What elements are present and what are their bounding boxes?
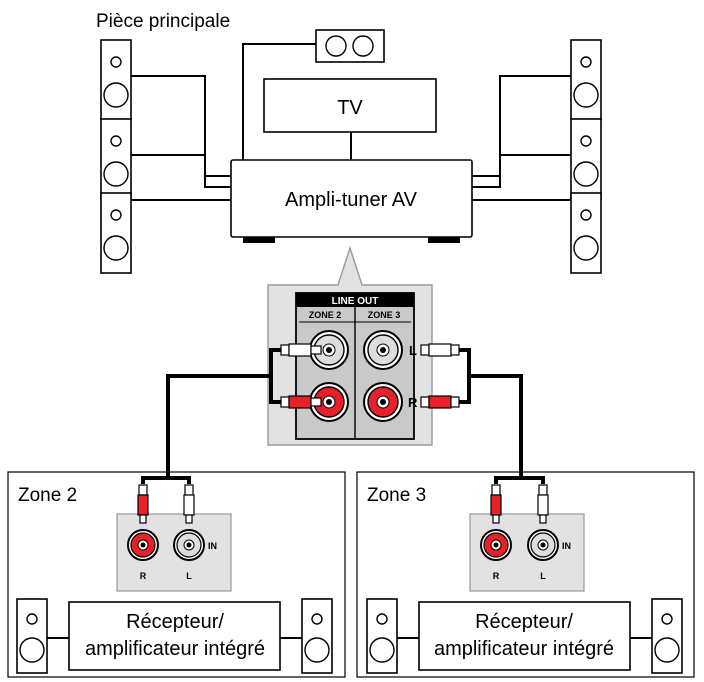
line-out-callout: LINE OUT ZONE 2 ZONE 3 L R [267, 245, 433, 446]
zone2-receiver-line1: Récepteur/ [126, 611, 224, 633]
zone3-speaker-right [651, 598, 683, 674]
zone3-input-l-plug [537, 484, 549, 524]
zone3-l-label: L [540, 571, 546, 581]
zone2-receiver-line2: amplificateur intégré [85, 638, 265, 660]
zone2-input-r-plug [137, 484, 149, 524]
zone3-input-r-plug [490, 484, 502, 524]
zone3-input-r-jack [480, 529, 512, 561]
zone3-left-jack [363, 330, 403, 370]
tv-label: TV [337, 97, 363, 119]
tv: TV [263, 78, 437, 133]
speaker-center-right [570, 118, 602, 200]
right-channel-label: R [408, 395, 418, 410]
amp-label: Ampli-tuner AV [285, 189, 418, 211]
left-channel-label: L [409, 343, 417, 358]
zone-3-panel: Zone 3 R L IN Récepteur/ amplificateur i… [356, 471, 695, 678]
zone2-output-label: ZONE 2 [309, 310, 342, 320]
main-room-label: Pièce principale [96, 11, 230, 32]
zone2-in-label: IN [208, 541, 217, 551]
zone-2-label: Zone 2 [18, 485, 77, 506]
center-speaker [315, 29, 385, 63]
zone2-input-l-jack [173, 529, 205, 561]
zone3-in-label: IN [562, 541, 571, 551]
speaker-center-left [100, 118, 132, 200]
zone3-right-jack [363, 382, 403, 422]
speaker-front-left [100, 39, 132, 121]
zone2-speaker-right [301, 598, 333, 674]
zone3-receiver-line1: Récepteur/ [475, 611, 573, 633]
speaker-surround-left [100, 192, 132, 274]
zone2-r-label: R [140, 571, 147, 581]
zone2-l-label: L [186, 571, 192, 581]
zone-3-label: Zone 3 [367, 485, 426, 506]
speaker-surround-right [570, 192, 602, 274]
zone3-output-label: ZONE 3 [368, 310, 401, 320]
zone-2-panel: Zone 2 R L IN Récepteur/ amplificateur i… [7, 471, 346, 678]
main-room-wiring [131, 43, 571, 201]
rca-cables [141, 348, 545, 484]
zone3-speaker-left [366, 598, 398, 674]
av-amplifier: Ampli-tuner AV [230, 159, 473, 243]
speaker-front-right [570, 39, 602, 121]
zone3-r-label: R [493, 571, 500, 581]
zone3-input-l-jack [527, 529, 559, 561]
zone2-input-l-plug [183, 484, 195, 524]
zone2-input-r-jack [127, 529, 159, 561]
zone2-speaker-left [16, 598, 48, 674]
line-out-header: LINE OUT [332, 296, 379, 307]
zone3-receiver-line2: amplificateur intégré [434, 638, 614, 660]
